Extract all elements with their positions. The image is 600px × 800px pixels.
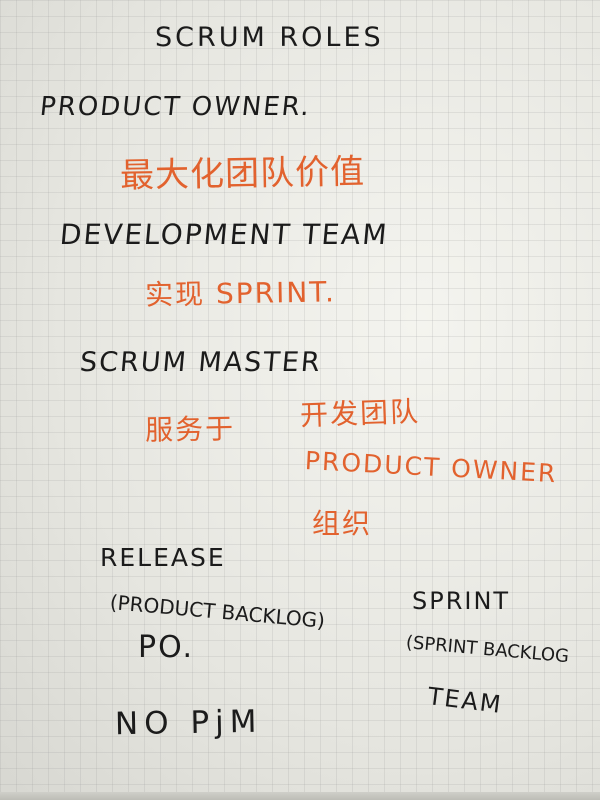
sprint-label: SPRINT (412, 587, 511, 615)
page-title: SCRUM ROLES (155, 22, 384, 53)
sprint-artifact: (SPRINT BACKLOG (405, 632, 570, 668)
role-scrum-master-description: 服务于 (144, 412, 236, 447)
release-artifact: (PRODUCT BACKLOG) (108, 590, 326, 633)
role-product-owner: PRODUCT OWNER. (38, 92, 313, 122)
release-label: RELEASE (100, 543, 226, 572)
role-scrum-master: SCRUM MASTER (78, 347, 323, 378)
no-pjm-note: NO PjM (114, 703, 263, 743)
role-development-team: DEVELOPMENT TEAM (58, 218, 390, 251)
role-product-owner-description: 最大化团队价值 (119, 151, 366, 197)
scrum-master-serves-organization: 组织 (312, 507, 373, 540)
scrum-master-serves-product-owner: PRODUCT OWNER (304, 446, 559, 489)
scrum-master-serves-dev-team: 开发团队 (299, 394, 421, 433)
paper-bottom-edge (0, 792, 600, 800)
role-development-team-description: 实现 SPRINT. (144, 275, 337, 312)
sprint-owner: TEAM (426, 682, 505, 720)
release-owner: PO. (138, 630, 195, 665)
